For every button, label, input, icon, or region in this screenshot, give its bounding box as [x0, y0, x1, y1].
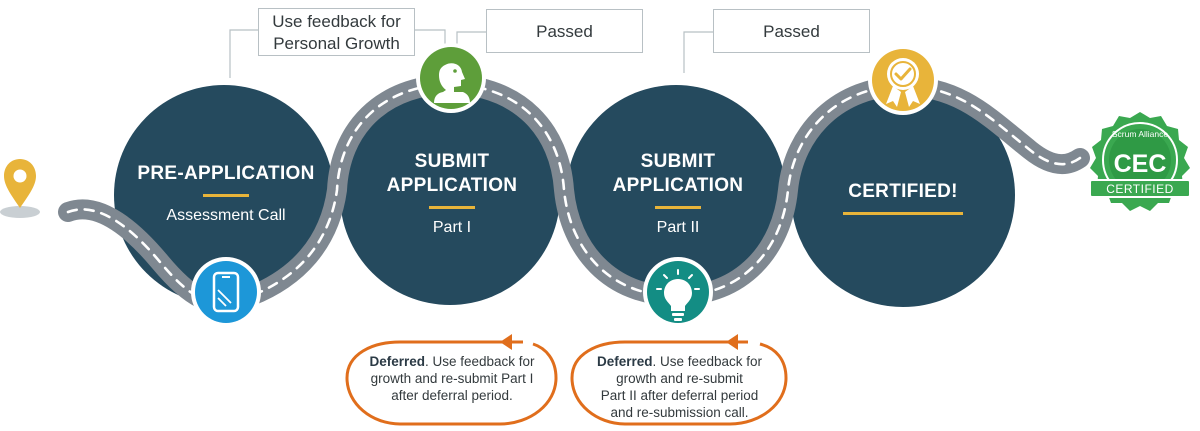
- stage-title-line2: APPLICATION: [612, 175, 744, 196]
- deferral-note-bold: Deferred: [369, 354, 425, 369]
- stage-subtitle: Part II: [656, 219, 700, 236]
- deferral-note-line4: and re-submission call.: [610, 405, 749, 420]
- location-pin-icon: [0, 159, 40, 218]
- stage-subtitle: Assessment Call: [166, 207, 286, 224]
- deferral-note-line3: after deferral period.: [391, 388, 513, 403]
- callout-passed-part-2: Passed: [713, 9, 870, 53]
- stage-submit-part-2: SUBMIT APPLICATION Part II: [578, 150, 778, 238]
- stage-title-line1: SUBMIT: [414, 151, 490, 172]
- deferral-note-line2: growth and re-submit Part I: [370, 371, 534, 386]
- deferral-loop-part-2: [570, 334, 788, 426]
- stage-title: CERTIFIED!: [848, 181, 958, 202]
- deferral-note-line3: Part II after deferral period: [600, 388, 759, 403]
- badge-ribbon-text: CERTIFIED: [1106, 182, 1174, 196]
- deferral-note-line2: growth and re-submit: [616, 371, 743, 386]
- mobile-phone-icon: [191, 257, 261, 327]
- stage-title-line1: SUBMIT: [640, 151, 716, 172]
- award-ribbon-icon: [868, 45, 938, 115]
- stage-divider: [203, 194, 249, 197]
- callout-personal-growth: Use feedback for Personal Growth: [258, 8, 415, 56]
- stage-submit-part-1: SUBMIT APPLICATION Part I: [352, 150, 552, 238]
- callout-personal-growth-line1: Use feedback for: [272, 12, 401, 31]
- deferral-note-bold: Deferred: [596, 354, 653, 369]
- deferral-loop-part-1: [345, 334, 558, 426]
- stage-divider: [655, 206, 701, 209]
- badge-top-text: Scrum Alliance: [1112, 129, 1168, 139]
- stage-title: PRE-APPLICATION: [137, 163, 315, 184]
- stage-divider: [843, 212, 963, 215]
- stage-circle-certified: [791, 83, 1015, 307]
- callout-personal-growth-line2: Personal Growth: [273, 34, 400, 53]
- stage-circle-part-1: [340, 85, 560, 305]
- callout-passed-part-1: Passed: [486, 9, 643, 53]
- stage-pre-application: PRE-APPLICATION Assessment Call: [126, 162, 326, 226]
- badge-main-text: CEC: [1114, 150, 1167, 178]
- stage-subtitle: Part I: [432, 219, 472, 236]
- lightbulb-icon: [643, 257, 713, 327]
- stage-divider: [429, 206, 475, 209]
- stage-title-line2: APPLICATION: [386, 175, 518, 196]
- deferral-note-text: . Use feedback for: [424, 354, 535, 369]
- deferral-note-part-1: Deferred. Use feedback for growth and re…: [352, 353, 552, 404]
- stage-circle-part-2: [566, 85, 786, 305]
- deferral-note-text: . Use feedback for: [652, 354, 763, 369]
- deferral-note-part-2: Deferred. Use feedback for growth and re…: [577, 353, 782, 421]
- stage-certified: CERTIFIED!: [803, 180, 1003, 224]
- person-profile-icon: [416, 43, 486, 113]
- cec-certified-badge: Scrum Alliance CEC CERTIFIED: [1089, 112, 1191, 211]
